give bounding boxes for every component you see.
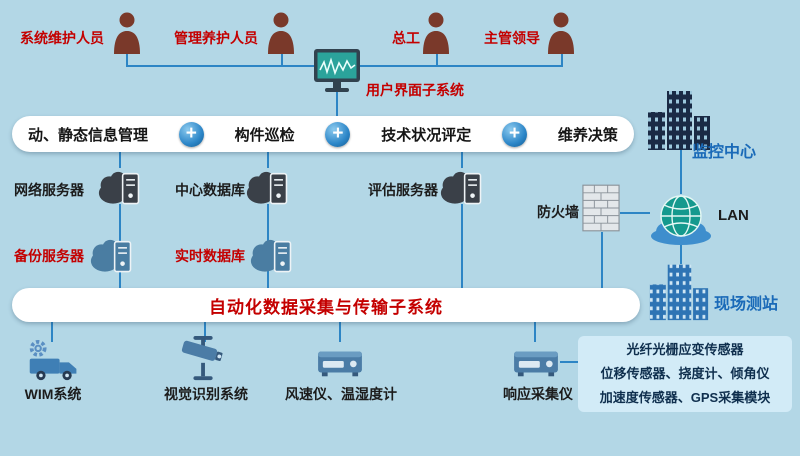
anemometer-hygrometer-label: 风速仪、温湿度计 (285, 386, 397, 402)
weather-instrument-icon (314, 342, 366, 382)
monitoring-center-building-icon (646, 88, 712, 150)
monitor-icon (312, 48, 362, 94)
backup-server-icon (90, 234, 134, 274)
response-logger-icon (510, 342, 562, 382)
connector-line (126, 50, 128, 67)
connector-line (339, 322, 341, 342)
connector-line (620, 212, 650, 214)
sensor-line: 光纤光栅应变传感器 (626, 341, 744, 357)
module-component-inspection: 构件巡检 (234, 126, 295, 144)
evaluation-server-icon (440, 166, 484, 206)
plus-icon: + (178, 121, 204, 147)
wim-truck-icon (26, 338, 82, 383)
vision-system-label: 视觉识别系统 (164, 386, 248, 402)
firewall-label: 防火墙 (537, 204, 579, 220)
evaluation-server-label: 评估服务器 (368, 182, 438, 198)
wim-system-label: WIM系统 (24, 386, 82, 402)
management-modules-bar: 动、静态信息管理 + 构件巡检 + 技术状况评定 + 维养决策 (12, 116, 634, 152)
connector-line (51, 322, 53, 342)
field-station-label: 现场测站 (714, 296, 779, 313)
person-icon (546, 12, 576, 54)
acquisition-subsystem-label: 自动化数据采集与传输子系统 (209, 297, 443, 317)
acquisition-subsystem-bar: 自动化数据采集与传输子系统 (12, 288, 640, 322)
network-server-label: 网络服务器 (14, 182, 84, 198)
central-database-label: 中心数据库 (175, 182, 245, 198)
connector-line (461, 204, 463, 288)
field-station-building-icon (648, 260, 710, 322)
module-maintenance-decision: 维养决策 (557, 126, 618, 144)
plus-icon: + (325, 121, 351, 147)
connector-line (267, 152, 269, 168)
user-label-management: 管理养护人员 (174, 30, 258, 46)
network-server-icon (98, 166, 142, 206)
connector-line (560, 361, 580, 363)
firewall-icon (582, 184, 620, 232)
realtime-database-label: 实时数据库 (175, 248, 245, 264)
person-icon (421, 12, 451, 54)
person-icon (112, 12, 142, 54)
connector-line (461, 152, 463, 168)
cctv-camera-icon (178, 336, 230, 382)
ui-subsystem-label: 用户界面子系统 (366, 82, 464, 98)
connector-line (119, 152, 121, 168)
connector-line (561, 50, 563, 67)
central-database-icon (246, 166, 290, 206)
plus-icon: + (502, 121, 528, 147)
response-logger-label: 响应采集仪 (503, 386, 573, 402)
user-label-leadership: 主管领导 (484, 30, 540, 46)
module-condition-assessment: 技术状况评定 (381, 126, 472, 144)
connector-line (204, 322, 206, 342)
sensor-line: 位移传感器、挠度计、倾角仪 (600, 365, 770, 381)
connector-line (281, 50, 283, 67)
module-info-management: 动、静态信息管理 (28, 126, 149, 144)
lan-globe-icon (648, 192, 714, 246)
realtime-database-icon (250, 234, 294, 274)
connector-line (436, 50, 438, 67)
sensor-line: 加速度传感器、GPS采集模块 (599, 390, 771, 406)
person-icon (266, 12, 296, 54)
connector-line (534, 322, 536, 342)
sensor-list-box: 光纤光栅应变传感器 位移传感器、挠度计、倾角仪 加速度传感器、GPS采集模块 (578, 336, 792, 412)
connector-line (680, 244, 682, 264)
backup-server-label: 备份服务器 (14, 248, 84, 264)
connector-line (680, 150, 682, 194)
monitoring-center-label: 监控中心 (692, 144, 757, 161)
user-label-maintenance: 系统维护人员 (20, 30, 104, 46)
connector-line (601, 232, 603, 288)
connector-line (336, 92, 338, 116)
lan-label: LAN (718, 207, 749, 224)
user-label-chief-engineer: 总工 (392, 30, 420, 46)
